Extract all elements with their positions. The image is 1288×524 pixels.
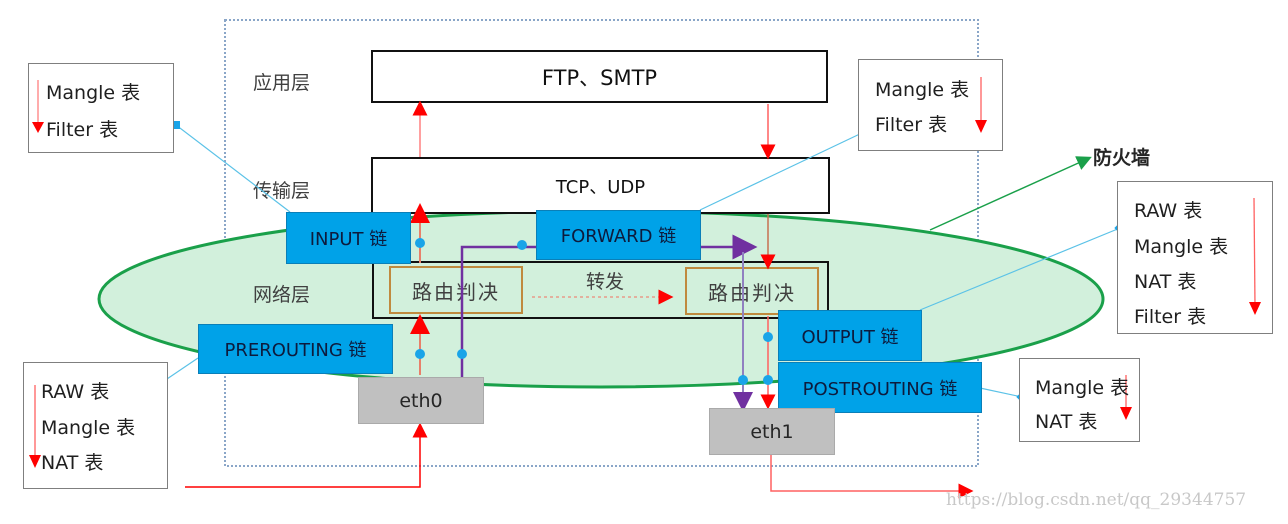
hook-point [415, 349, 425, 359]
transport-protocols-text: TCP、UDP [555, 176, 646, 198]
routing-decision-left-text: 路由判决 [412, 279, 500, 304]
order-arrow-icon [975, 77, 987, 133]
table-item: NAT 表 [1035, 411, 1098, 433]
input-tables-box: Mangle 表 Filter 表 [28, 63, 174, 153]
transport-protocols-box: TCP、UDP [371, 157, 830, 214]
table-item: Filter 表 [1134, 306, 1207, 328]
application-protocols-box: FTP、SMTP [371, 50, 828, 103]
postrouting-chain: POSTROUTING 链 [778, 362, 982, 413]
hook-point [415, 238, 425, 248]
forward-chain: FORWARD 链 [536, 210, 701, 260]
connector-forward [699, 131, 865, 211]
table-item: Mangle 表 [1035, 377, 1130, 399]
forward-chain-label: FORWARD 链 [560, 226, 677, 247]
forward-label: 转发 [586, 271, 625, 293]
table-item: NAT 表 [41, 452, 104, 474]
prerouting-tables-box: RAW 表 Mangle 表 NAT 表 [23, 362, 168, 489]
connector-output [919, 227, 1121, 311]
interface-eth1-label: eth1 [750, 420, 794, 443]
connector-input [175, 124, 291, 213]
order-arrow-icon [1120, 375, 1132, 420]
layer-label-network: 网络层 [253, 284, 311, 306]
network-layer-box [372, 261, 829, 319]
layer-label-transport: 传输层 [253, 180, 311, 202]
table-item: Filter 表 [46, 119, 119, 141]
table-item: RAW 表 [41, 381, 110, 403]
table-item: Mangle 表 [875, 79, 970, 101]
table-item: RAW 表 [1134, 200, 1203, 222]
postrouting-chain-label: POSTROUTING 链 [802, 378, 958, 400]
connector-postrouting [979, 387, 1023, 398]
hook-point [763, 332, 773, 342]
table-item: Mangle 表 [46, 82, 141, 104]
forward-tables-box: Mangle 表 Filter 表 [858, 59, 1003, 151]
hook-point [517, 240, 527, 250]
routing-decision-left: 路由判决 [389, 266, 523, 314]
order-arrow-icon [29, 385, 41, 468]
hook-point [457, 349, 467, 359]
table-item: Filter 表 [875, 114, 948, 136]
inbound-path [185, 422, 428, 488]
hook-point [763, 375, 773, 385]
forward-chain-path [460, 234, 758, 377]
firewall-pointer [929, 156, 1092, 231]
table-item: NAT 表 [1134, 271, 1197, 293]
interface-eth0: eth0 [358, 377, 484, 424]
routing-decision-right-text: 路由判决 [708, 280, 796, 305]
output-chain-label: OUTPUT 链 [801, 326, 899, 348]
postrouting-tables-box: Mangle 表 NAT 表 [1019, 358, 1140, 442]
layer-label-application: 应用层 [253, 72, 311, 94]
input-chain: INPUT 链 [286, 212, 411, 264]
interface-eth1: eth1 [709, 408, 835, 455]
watermark: https://blog.csdn.net/qq_29344757 [946, 490, 1247, 510]
order-arrow-icon [32, 80, 44, 133]
firewall-label: 防火墙 [1093, 147, 1151, 169]
prerouting-chain-label: PREROUTING 链 [224, 340, 367, 361]
application-protocols-text: FTP、SMTP [541, 65, 658, 90]
table-item: Mangle 表 [41, 417, 136, 439]
interface-eth0-label: eth0 [399, 389, 443, 412]
routing-decision-right: 路由判决 [685, 267, 819, 315]
outbound-path [770, 455, 974, 499]
input-chain-label: INPUT 链 [309, 229, 388, 250]
connector-prerouting [163, 357, 199, 382]
prerouting-chain: PREROUTING 链 [198, 324, 393, 374]
table-item: Mangle 表 [1134, 236, 1229, 258]
output-tables-box: RAW 表 Mangle 表 NAT 表 Filter 表 [1117, 181, 1273, 334]
hook-point [738, 375, 748, 385]
connector-handle-input [172, 121, 180, 129]
order-arrow-icon [1249, 197, 1261, 315]
output-chain: OUTPUT 链 [778, 310, 922, 361]
